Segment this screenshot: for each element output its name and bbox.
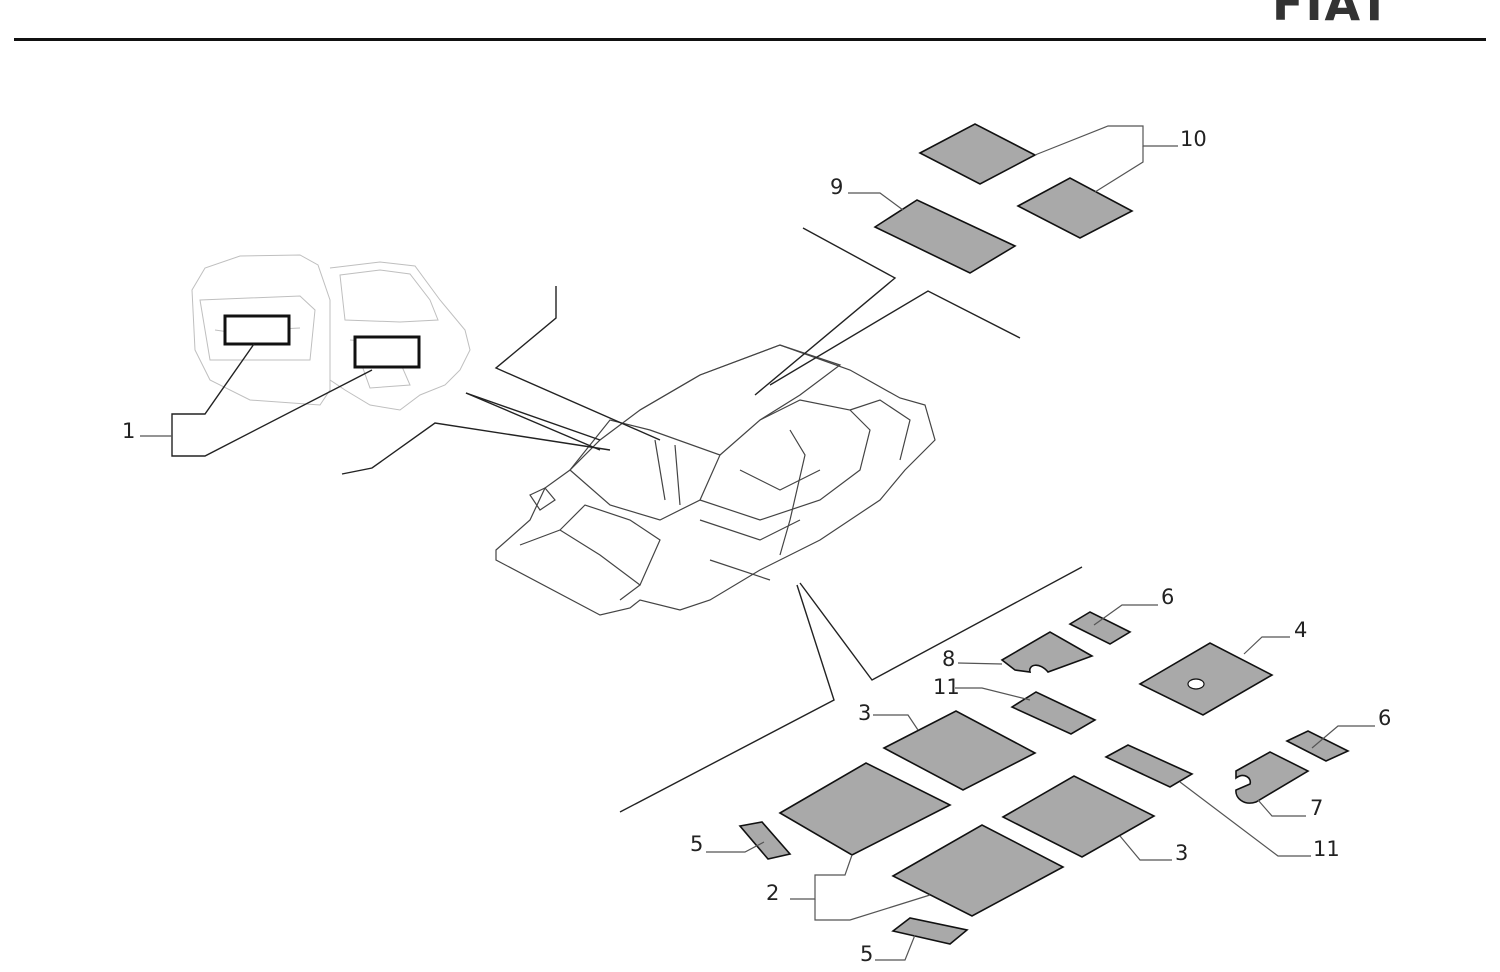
door-pad-left bbox=[223, 314, 291, 346]
car-body-shell bbox=[495, 344, 936, 616]
leader-lines bbox=[140, 125, 1375, 961]
guide-lines bbox=[171, 227, 1083, 813]
callout-3a: 3 bbox=[858, 701, 871, 725]
header-rule bbox=[14, 38, 1486, 41]
callout-10: 10 bbox=[1180, 127, 1207, 151]
callout-8: 8 bbox=[942, 647, 955, 671]
pad-3a bbox=[882, 710, 1037, 791]
pad-6b bbox=[1285, 730, 1350, 762]
pad-2b bbox=[891, 824, 1065, 917]
pad-3b bbox=[1001, 775, 1156, 858]
callout-9: 9 bbox=[830, 175, 843, 199]
callout-2: 2 bbox=[766, 881, 779, 905]
pad-11b bbox=[1104, 744, 1194, 788]
pad-6a bbox=[1068, 611, 1132, 645]
callout-3b: 3 bbox=[1175, 841, 1188, 865]
brand-wordmark: FIAT bbox=[1272, 0, 1392, 24]
callout-6b: 6 bbox=[1378, 706, 1391, 730]
fiat-logo: FIAT bbox=[1272, 0, 1392, 24]
pad-7 bbox=[1235, 751, 1310, 804]
callout-11b: 11 bbox=[1313, 837, 1340, 861]
callout-5a: 5 bbox=[690, 832, 703, 856]
pad-8 bbox=[1000, 631, 1094, 673]
pad-2a bbox=[778, 762, 952, 856]
floor-pads bbox=[738, 611, 1350, 945]
pad-9 bbox=[873, 199, 1017, 274]
pad-11a bbox=[1010, 691, 1097, 735]
callout-labels: 1 2 3 3 4 5 5 6 6 7 8 9 10 11 11 bbox=[122, 127, 1391, 966]
callout-6a: 6 bbox=[1161, 585, 1174, 609]
pad-5a bbox=[738, 821, 792, 860]
callout-11a: 11 bbox=[933, 675, 960, 699]
callout-7: 7 bbox=[1310, 796, 1323, 820]
pad-4 bbox=[1138, 642, 1274, 716]
pad-10a bbox=[918, 123, 1037, 185]
car-side-detail bbox=[191, 254, 471, 411]
callout-1: 1 bbox=[122, 419, 135, 443]
callout-4: 4 bbox=[1294, 618, 1307, 642]
pad-10b bbox=[1016, 177, 1134, 239]
pad-5b bbox=[891, 917, 969, 945]
roof-pads bbox=[873, 123, 1134, 274]
callout-5b: 5 bbox=[860, 942, 873, 966]
door-pad-right bbox=[353, 335, 421, 369]
